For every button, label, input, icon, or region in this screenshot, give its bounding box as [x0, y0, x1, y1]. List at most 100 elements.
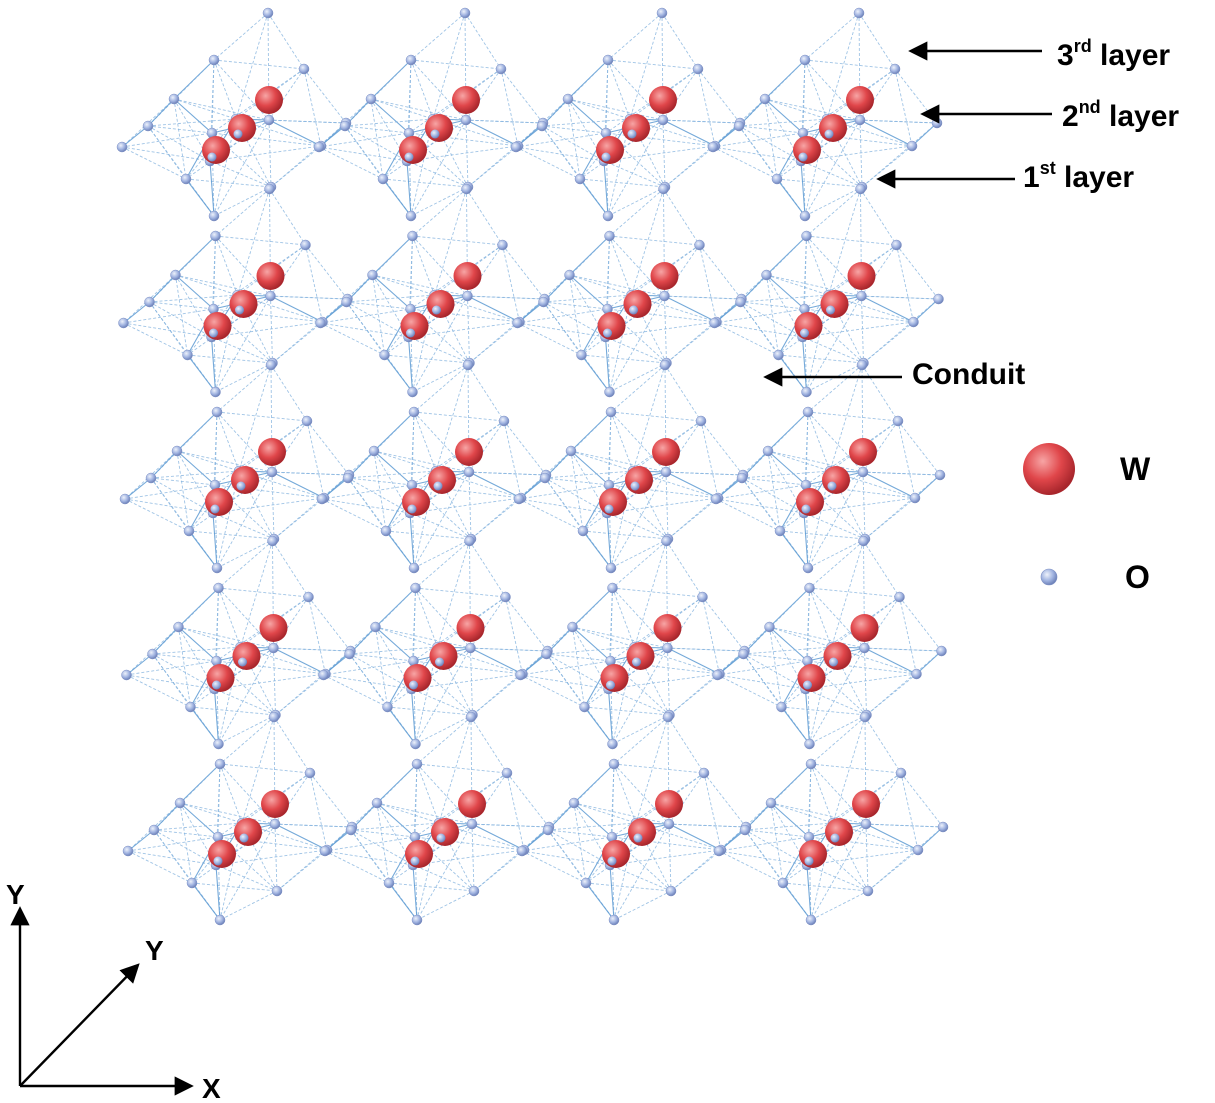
conduit-annotation: Conduit	[763, 358, 1025, 391]
bond-line	[410, 186, 469, 217]
tungsten-atom	[259, 614, 288, 642]
bond-line	[631, 188, 664, 296]
bond-line	[467, 145, 519, 188]
oxygen-atom	[695, 415, 707, 427]
bond-line	[631, 294, 667, 364]
bond-line	[810, 716, 866, 765]
bond-line	[123, 301, 150, 324]
bond-line	[572, 626, 585, 708]
bond-line	[610, 411, 702, 422]
bond-line	[503, 420, 522, 499]
bond-line	[861, 295, 864, 364]
bond-line	[544, 477, 612, 569]
bond-line	[581, 354, 610, 393]
bond-line	[370, 98, 408, 162]
bond-line	[517, 322, 582, 356]
oxygen-atom	[262, 7, 274, 19]
bond-line	[778, 354, 864, 364]
bond-line	[806, 188, 861, 237]
oxygen-atom	[862, 885, 874, 897]
bond-line	[809, 714, 867, 745]
bond-line	[406, 145, 519, 162]
oxygen-atom	[859, 642, 870, 654]
tungsten-atom	[649, 86, 677, 114]
bond-line	[585, 822, 637, 884]
coordinate-axes: Y Y X	[6, 879, 221, 1103]
bond-line	[241, 716, 275, 824]
oxygen-atom	[759, 93, 771, 105]
oxygen-atom	[827, 481, 837, 491]
bond-line	[185, 118, 237, 180]
oxygen-atom	[463, 466, 475, 478]
oxygen-atom	[656, 7, 668, 19]
bond-line	[273, 647, 276, 716]
bond-line	[347, 477, 411, 514]
bond-line	[864, 647, 867, 716]
bond-line	[613, 823, 670, 921]
oxygen-atom	[633, 833, 643, 843]
bond-line	[472, 673, 523, 716]
bond-line	[270, 364, 308, 422]
bond-line	[272, 321, 323, 364]
tungsten-atom	[820, 290, 849, 318]
bond-line	[464, 12, 502, 70]
tungsten-atom	[655, 790, 683, 818]
bond-line	[321, 498, 387, 532]
bond-line	[569, 274, 606, 338]
oxygen-atom	[263, 114, 275, 126]
bond-line	[273, 647, 351, 652]
oxygen-atom	[801, 386, 812, 398]
bond-line	[218, 587, 309, 598]
bond-line	[738, 125, 806, 217]
bond-line	[219, 763, 243, 824]
bond-line	[471, 823, 550, 828]
bond-line	[569, 274, 608, 310]
bond-line	[406, 160, 412, 217]
oxygen-atom	[268, 711, 280, 723]
bond-line	[717, 660, 808, 676]
bond-line	[346, 301, 409, 338]
crystal-lattice	[116, 7, 949, 926]
bond-line	[373, 450, 437, 472]
bond-line	[770, 802, 810, 838]
o-legend-label: O	[1125, 559, 1150, 595]
bond-line	[191, 882, 278, 892]
oxygen-atom	[379, 349, 390, 361]
bond-line	[271, 471, 325, 499]
oxygen-atom	[803, 680, 812, 690]
bond-line	[582, 470, 634, 532]
bond-line	[612, 587, 635, 648]
bond-line	[437, 646, 548, 652]
oxygen-atom	[657, 114, 669, 126]
oxygen-atom	[145, 472, 157, 484]
bond-line	[635, 716, 669, 824]
oxygen-atom	[407, 504, 417, 514]
tungsten-atom	[229, 290, 258, 318]
bond-line	[211, 321, 323, 338]
oxygen-atom	[168, 93, 180, 105]
bond-line	[608, 688, 670, 716]
bond-line	[800, 160, 863, 188]
bond-line	[741, 470, 831, 479]
bond-line	[897, 420, 916, 499]
tungsten-atom	[822, 466, 850, 494]
bond-line	[776, 178, 806, 217]
bond-line	[664, 364, 667, 473]
bond-line	[863, 540, 865, 649]
bond-line	[506, 772, 525, 851]
oxygen-atom	[239, 833, 249, 843]
oxygen-atom	[183, 525, 195, 537]
bond-line	[388, 882, 418, 921]
bond-line	[740, 301, 803, 338]
bond-line	[191, 882, 221, 921]
bond-line	[629, 118, 741, 124]
bond-line	[318, 146, 384, 180]
bond-line	[410, 59, 434, 120]
bond-line	[274, 823, 353, 828]
bond-line	[828, 294, 864, 364]
bond-line	[409, 411, 415, 514]
oxygen-atom	[934, 469, 946, 481]
bond-line	[175, 274, 212, 338]
bond-line	[740, 301, 805, 310]
tungsten-atom	[819, 114, 847, 142]
